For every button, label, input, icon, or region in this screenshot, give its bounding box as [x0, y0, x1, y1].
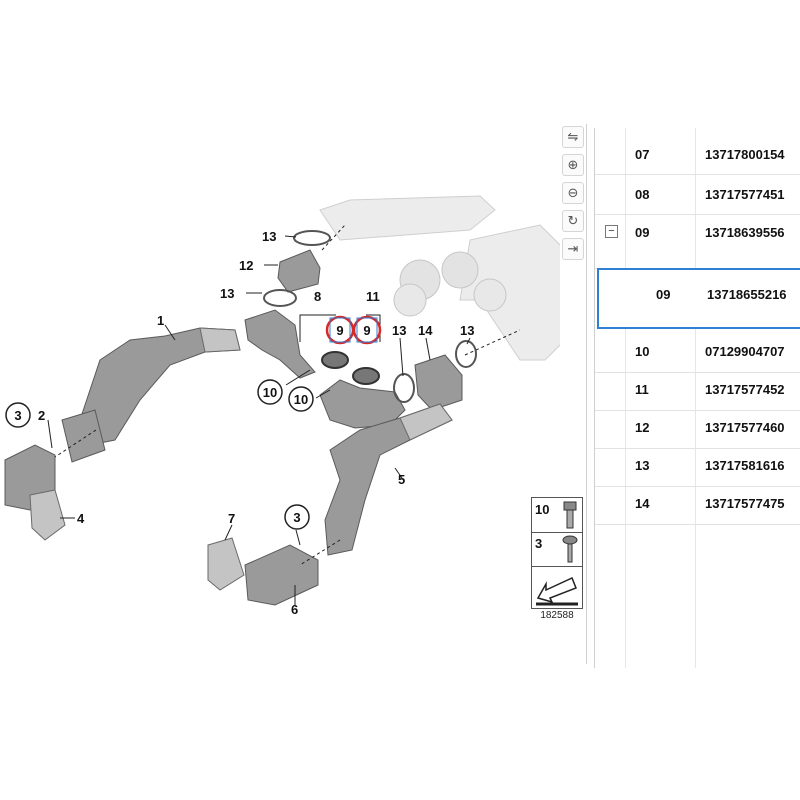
bolt-icon [563, 501, 577, 529]
callout-3-left[interactable]: 3 [14, 408, 21, 423]
table-row[interactable]: 11 13717577452 [595, 372, 800, 411]
legend-row-bolt: 10 [532, 498, 582, 533]
row-item-number: 13 [635, 458, 650, 473]
callout-9-right[interactable]: 9 [363, 323, 370, 338]
row-item-number: 08 [635, 187, 650, 202]
callout-12[interactable]: 12 [239, 258, 253, 273]
callout-3-right[interactable]: 3 [293, 510, 300, 525]
part-9-seal-right [352, 367, 380, 385]
direction-arrow-icon [536, 576, 578, 606]
callout-7[interactable]: 7 [228, 511, 235, 526]
row-part-number: 13718639556 [705, 225, 785, 240]
engine-block-shape [459, 224, 560, 361]
engine-manifold-shape [319, 195, 496, 241]
row-part-number: 13717581616 [705, 458, 785, 473]
selection-box-9-left [329, 317, 351, 343]
callout-9-left[interactable]: 9 [336, 323, 343, 338]
row-item-number: 07 [635, 147, 650, 162]
callout-5[interactable]: 5 [398, 472, 405, 487]
diagram-toolbar: ⇋ ⊕ ⊖ ↻ ⇥ [560, 124, 587, 664]
legend-num-1: 10 [535, 502, 550, 517]
callout-13-right-b[interactable]: 13 [460, 323, 474, 338]
row-part-number: 13717577452 [705, 382, 785, 397]
column-divider [625, 128, 626, 668]
parts-diagram[interactable]: 1 2 3 4 5 6 7 3 8 9 9 10 10 11 12 13 13 … [0, 0, 560, 700]
part-4-gasket [29, 489, 66, 541]
zoom-out-icon[interactable]: ⊖ [562, 182, 584, 204]
row-item-number: 10 [635, 344, 650, 359]
collapse-icon[interactable]: − [605, 225, 618, 238]
table-row[interactable]: 08 13717577451 [595, 174, 800, 215]
legend-row-screw: 3 [532, 532, 582, 567]
callout-1[interactable]: 1 [157, 313, 164, 328]
table-row[interactable]: 07 13717800154 [595, 128, 800, 175]
column-divider [695, 128, 696, 668]
row-item-number: 09 [635, 225, 650, 240]
part-12-hose [277, 249, 321, 293]
row-item-number: 14 [635, 496, 650, 511]
swap-arrows-icon[interactable]: ⇋ [562, 126, 584, 148]
parts-table: 07 13717800154 08 13717577451 − 09 13718… [594, 128, 800, 668]
highlight-ring-9-right [352, 315, 382, 345]
selection-box-9-right [356, 317, 378, 343]
row-part-number: 13717577475 [705, 496, 785, 511]
part-13-clamp-right-b [455, 340, 477, 368]
zoom-in-icon[interactable]: ⊕ [562, 154, 584, 176]
legend-row-arrow [532, 568, 582, 608]
table-row[interactable]: 13 13717581616 [595, 448, 800, 487]
turbo-shape [393, 251, 507, 317]
callout-10-left[interactable]: 10 [263, 385, 277, 400]
part-13-clamp-top [293, 230, 331, 246]
callout-11[interactable]: 11 [366, 289, 380, 304]
table-row[interactable]: 10 07129904707 [595, 334, 800, 373]
parts-diagram-svg: 1 2 3 4 5 6 7 3 8 9 9 10 10 11 12 13 13 … [4, 195, 560, 617]
callout-8[interactable]: 8 [314, 289, 321, 304]
row-part-number: 13717577460 [705, 420, 785, 435]
callout-4[interactable]: 4 [77, 511, 85, 526]
part-8-elbow [244, 309, 316, 379]
part-13-clamp-mid [263, 289, 297, 307]
fastener-legend: 10 3 [531, 497, 583, 609]
row-part-number: 13717800154 [705, 147, 785, 162]
row-part-number: 13717577451 [705, 187, 785, 202]
table-row[interactable]: 12 13717577460 [595, 410, 800, 449]
callout-13-mid[interactable]: 13 [220, 286, 234, 301]
table-row-selected[interactable]: 09 13718655216 [597, 268, 800, 329]
callout-13-right-a[interactable]: 13 [392, 323, 406, 338]
reset-icon[interactable]: ↻ [562, 210, 584, 232]
legend-num-2: 3 [535, 536, 543, 551]
row-item-number: 11 [635, 382, 649, 397]
part-9-seal-left [321, 351, 349, 369]
row-part-number: 07129904707 [705, 344, 785, 359]
part-6-housing [244, 544, 319, 606]
part-11-pipe [319, 379, 406, 429]
screw-icon [562, 535, 578, 563]
callout-13-top[interactable]: 13 [262, 229, 276, 244]
diagram-id: 182588 [540, 610, 574, 621]
table-row[interactable]: 14 13717577475 [595, 486, 800, 525]
table-row[interactable]: − 09 13718639556 [595, 214, 800, 269]
callout-6[interactable]: 6 [291, 602, 298, 617]
row-part-number: 13718655216 [707, 287, 787, 302]
callout-10-right[interactable]: 10 [294, 392, 308, 407]
part-7-gasket [207, 537, 245, 591]
part-13-clamp-right-a [393, 373, 415, 403]
part-14-coupling [414, 354, 463, 411]
callout-14[interactable]: 14 [418, 323, 433, 338]
fit-arrow-icon[interactable]: ⇥ [562, 238, 584, 260]
row-item-number: 12 [635, 420, 650, 435]
callout-2[interactable]: 2 [38, 408, 45, 423]
row-item-number: 09 [656, 287, 671, 302]
